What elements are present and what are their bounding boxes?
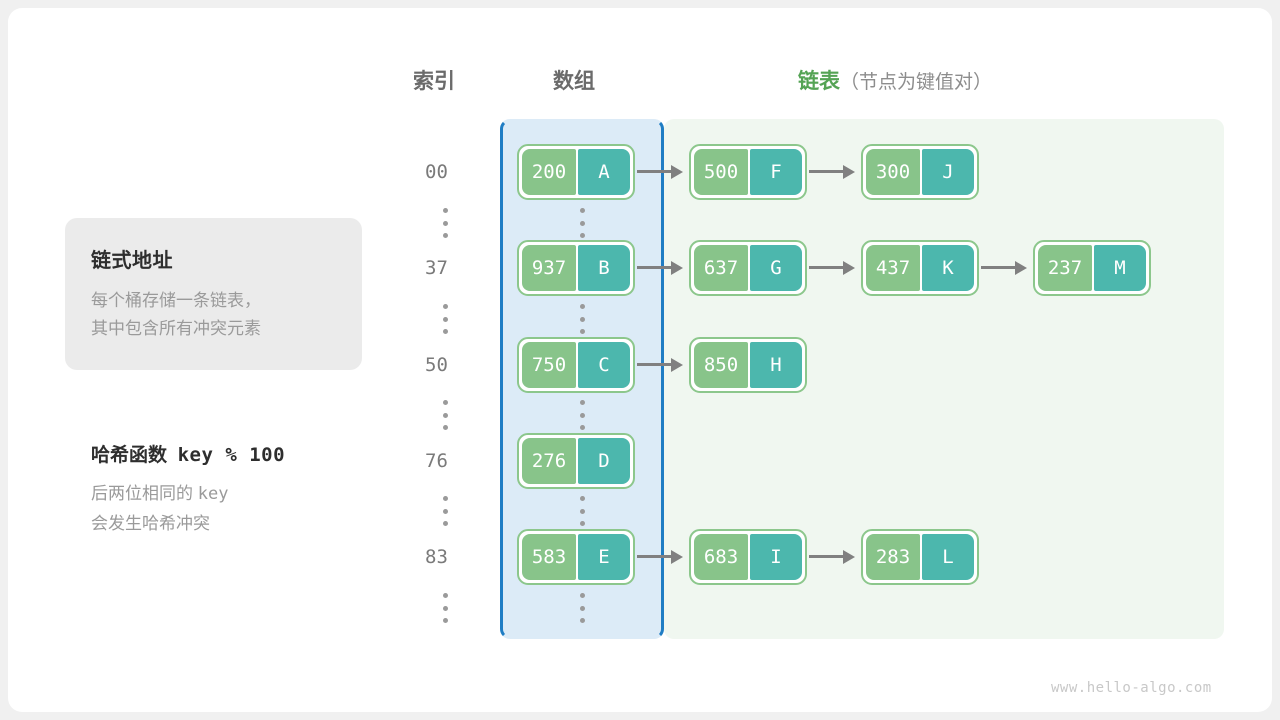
- vertical-ellipsis-icon: [442, 400, 448, 430]
- node-value: H: [750, 342, 802, 388]
- node-value: M: [1094, 245, 1146, 291]
- hash-function-note-line-1: 后两位相同的 key: [91, 479, 421, 509]
- column-header-linked-list: 链表（节点为键值对）: [798, 65, 992, 95]
- index-label: 83: [425, 546, 448, 568]
- info-card-body: 每个桶存储一条链表， 其中包含所有冲突元素: [91, 287, 362, 343]
- hash-note-line1-text: 后两位相同的: [91, 484, 193, 503]
- node-key: 237: [1038, 245, 1092, 291]
- vertical-ellipsis-icon: [579, 400, 585, 430]
- node-key: 583: [522, 534, 576, 580]
- arrow-icon: [635, 358, 689, 372]
- node-key: 300: [866, 149, 920, 195]
- hash-function-note: 哈希函数 key % 100 后两位相同的 key 会发生哈希冲突: [91, 440, 421, 539]
- hash-function-note-body: 后两位相同的 key 会发生哈希冲突: [91, 479, 421, 539]
- column-header-index: 索引: [413, 70, 455, 93]
- info-card-title: 链式地址: [91, 250, 173, 272]
- hash-function-note-title: 哈希函数 key % 100: [91, 440, 421, 467]
- vertical-ellipsis-icon: [442, 304, 448, 334]
- vertical-ellipsis-icon: [579, 304, 585, 334]
- index-label: 50: [425, 354, 448, 376]
- info-card-body-line-2: 其中包含所有冲突元素: [91, 319, 261, 338]
- node-key: 637: [694, 245, 748, 291]
- index-label: 37: [425, 257, 448, 279]
- column-header-linked-list-sub: （节点为键值对）: [840, 72, 993, 93]
- vertical-ellipsis-icon: [579, 496, 585, 526]
- arrow-icon: [635, 165, 689, 179]
- node-value: A: [578, 149, 630, 195]
- info-card-chaining: 链式地址 每个桶存储一条链表， 其中包含所有冲突元素: [65, 218, 362, 370]
- column-header-array: 数组: [553, 70, 595, 93]
- arrow-icon: [635, 550, 689, 564]
- index-label: 76: [425, 450, 448, 472]
- vertical-ellipsis-icon: [442, 593, 448, 623]
- hash-function-note-line-2: 会发生哈希冲突: [91, 514, 210, 533]
- node-key: 750: [522, 342, 576, 388]
- hash-function-label: 哈希函数: [91, 445, 168, 466]
- hash-note-line1-code: key: [197, 484, 229, 504]
- arrow-icon: [807, 261, 861, 275]
- node-value: K: [922, 245, 974, 291]
- node-value: B: [578, 245, 630, 291]
- info-card-body-line-1: 每个桶存储一条链表，: [91, 291, 261, 310]
- node-key: 283: [866, 534, 920, 580]
- node-key: 937: [522, 245, 576, 291]
- vertical-ellipsis-icon: [442, 496, 448, 526]
- diagram-canvas: 索引 数组 链表（节点为键值对） 链式地址 每个桶存储一条链表， 其中包含所有冲…: [8, 8, 1272, 712]
- node-value: L: [922, 534, 974, 580]
- node-value: J: [922, 149, 974, 195]
- node-key: 683: [694, 534, 748, 580]
- hash-function-expression: key % 100: [177, 444, 286, 466]
- index-label: 00: [425, 161, 448, 183]
- node-value: I: [750, 534, 802, 580]
- node-value: C: [578, 342, 630, 388]
- column-header-linked-list-main: 链表: [798, 70, 840, 93]
- node-value: E: [578, 534, 630, 580]
- node-key: 276: [522, 438, 576, 484]
- vertical-ellipsis-icon: [442, 208, 448, 238]
- node-value: D: [578, 438, 630, 484]
- node-value: G: [750, 245, 802, 291]
- vertical-ellipsis-icon: [579, 208, 585, 238]
- node-key: 200: [522, 149, 576, 195]
- vertical-ellipsis-icon: [579, 593, 585, 623]
- node-key: 850: [694, 342, 748, 388]
- arrow-icon: [635, 261, 689, 275]
- arrow-icon: [807, 550, 861, 564]
- arrow-icon: [807, 165, 861, 179]
- node-key: 500: [694, 149, 748, 195]
- watermark: www.hello-algo.com: [1051, 680, 1212, 696]
- node-value: F: [750, 149, 802, 195]
- node-key: 437: [866, 245, 920, 291]
- arrow-icon: [979, 261, 1033, 275]
